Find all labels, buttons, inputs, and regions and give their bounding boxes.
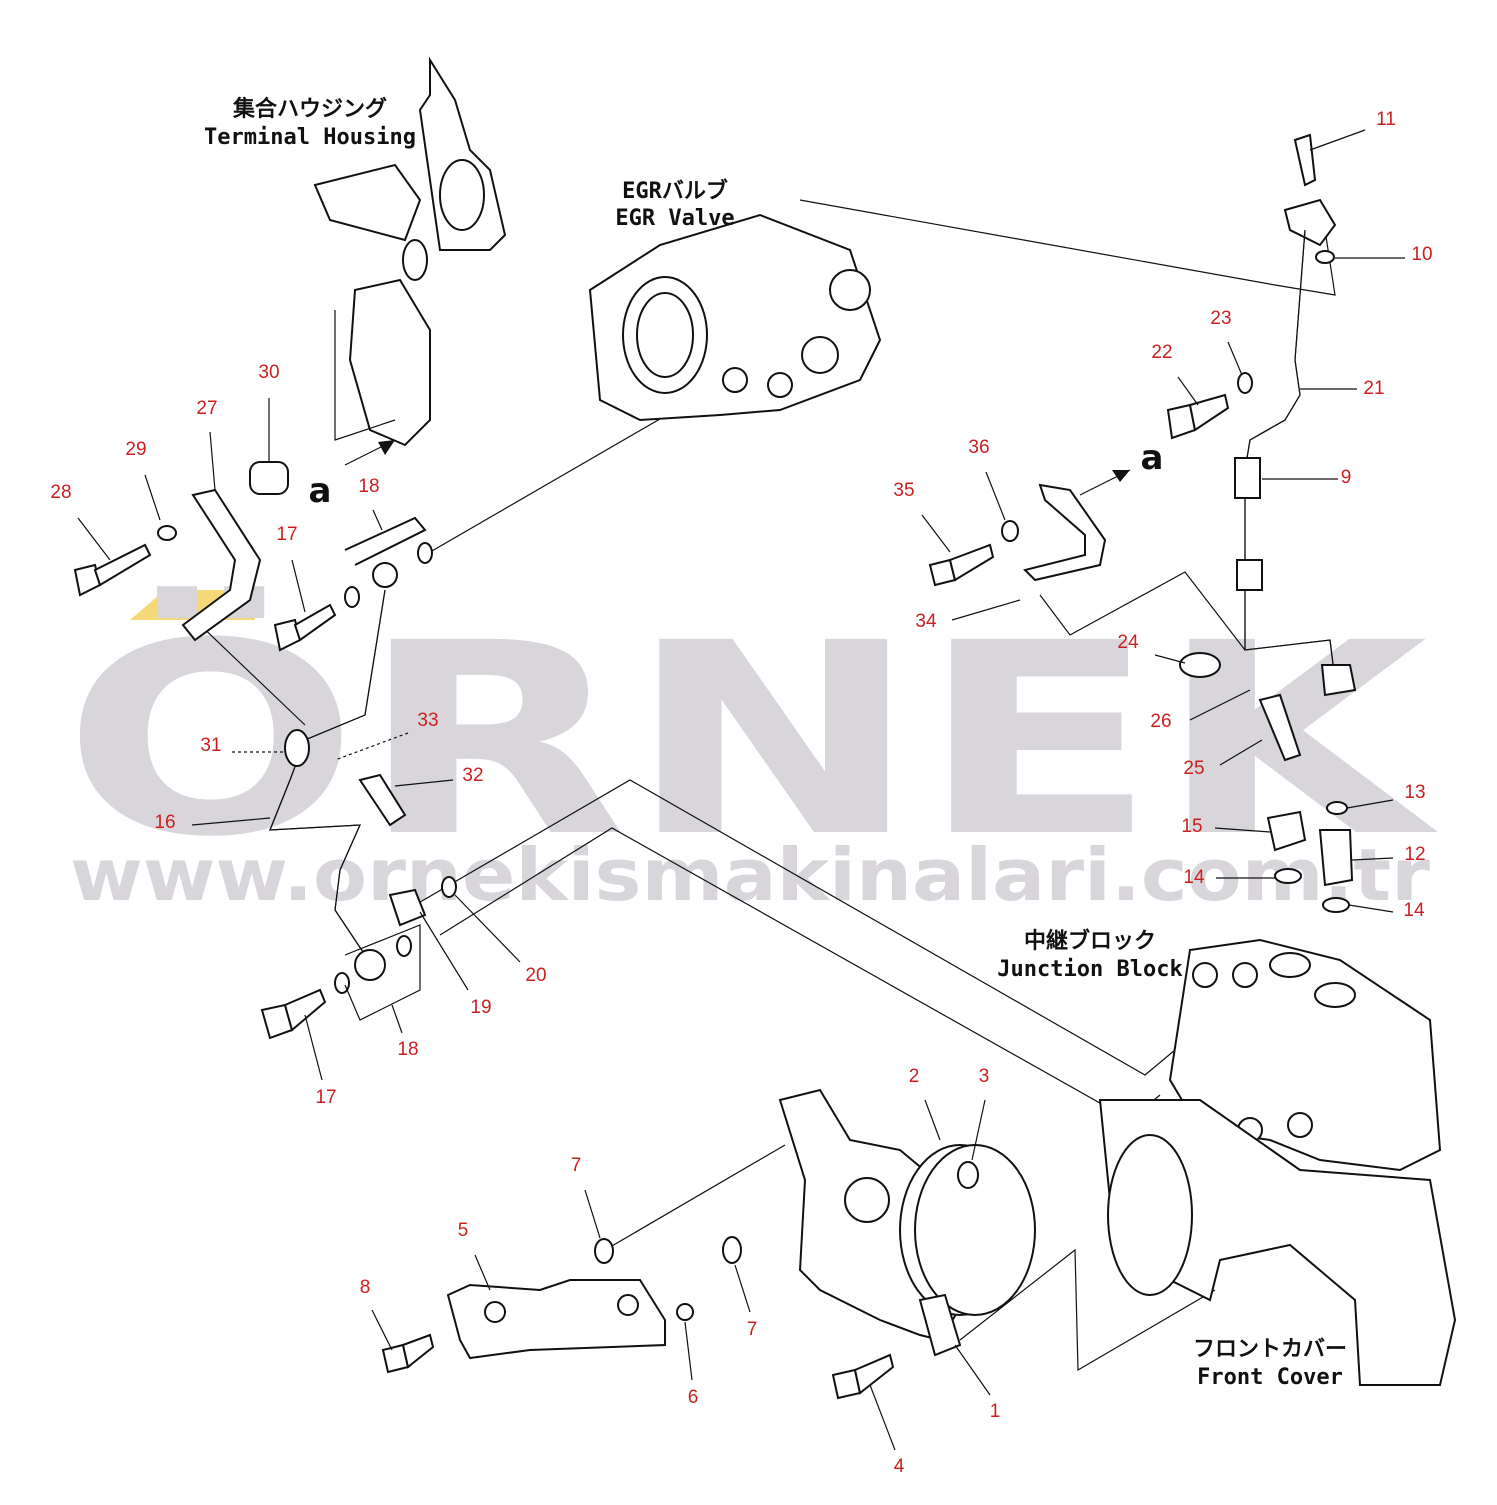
callout: 29 [125, 439, 146, 460]
front-cover-label-en: Front Cover [1197, 1365, 1343, 1390]
callout: 5 [458, 1220, 469, 1241]
leader-lines [77, 129, 1405, 1451]
junction-block-label-jp: 中継ブロック [1024, 928, 1156, 954]
callout: 15 [1181, 816, 1202, 837]
callout: 13 [1404, 782, 1425, 803]
callout: 4 [894, 1456, 905, 1477]
callout: 17 [315, 1087, 336, 1108]
callout: 10 [1411, 244, 1432, 265]
callout: 8 [360, 1277, 371, 1298]
callout: 3 [979, 1066, 990, 1087]
pump-assembly [381, 1088, 1036, 1400]
view-ref-a-left: a [309, 471, 332, 511]
callout: 32 [462, 765, 483, 786]
reference-labels: 集合ハウジング Terminal Housing EGRバルブ EGR Valv… [204, 96, 1347, 1390]
callout: 16 [154, 812, 175, 833]
right-tube-assembly [928, 133, 1357, 913]
callout: 24 [1117, 632, 1139, 653]
callout: 14 [1183, 867, 1205, 888]
left-tube-assembly [73, 461, 457, 1040]
terminal-housing [313, 56, 507, 447]
callout: 7 [747, 1319, 758, 1340]
callout: 17 [276, 524, 297, 545]
callout: 18 [358, 476, 379, 497]
callout: 2 [909, 1066, 920, 1087]
egr-valve-label-jp: EGRバルブ [622, 178, 728, 204]
callout: 26 [1150, 711, 1171, 732]
callout: 30 [258, 362, 279, 383]
callout: 22 [1151, 342, 1172, 363]
callout: 36 [968, 437, 989, 458]
callout: 1 [990, 1401, 1001, 1422]
callout: 33 [417, 710, 438, 731]
terminal-housing-label-jp: 集合ハウジング [232, 96, 387, 122]
callout: 28 [50, 482, 71, 503]
callout: 12 [1404, 844, 1425, 865]
egr-valve [588, 213, 882, 422]
callouts: 11 10 23 22 21 9 36 35 34 24 26 25 13 15… [50, 109, 1432, 1477]
callout: 34 [915, 611, 937, 632]
callout: 14 [1403, 900, 1425, 921]
callout: 18 [397, 1039, 418, 1060]
watermark: ÖRNEK www.ornekismakinalari.com.tr [63, 584, 1441, 917]
callout: 21 [1363, 378, 1384, 399]
callout: 35 [893, 480, 914, 501]
callout: 7 [571, 1155, 582, 1176]
junction-block-and-front-cover [1098, 938, 1457, 1386]
egr-valve-label-en: EGR Valve [615, 206, 734, 231]
callout: 23 [1210, 308, 1231, 329]
junction-block-label-en: Junction Block [997, 957, 1182, 982]
callout: 25 [1183, 758, 1204, 779]
view-ref-a-right: a [1141, 438, 1164, 478]
callout: 6 [688, 1387, 699, 1408]
callout: 27 [196, 398, 217, 419]
callout: 19 [470, 997, 491, 1018]
front-cover-label-jp: フロントカバー [1193, 1337, 1347, 1362]
terminal-housing-label-en: Terminal Housing [204, 125, 416, 150]
watermark-url: www.ornekismakinalari.com.tr [70, 833, 1431, 917]
callout: 31 [200, 735, 221, 756]
callout: 9 [1341, 467, 1352, 488]
callout: 11 [1376, 109, 1396, 130]
callout: 20 [525, 965, 546, 986]
